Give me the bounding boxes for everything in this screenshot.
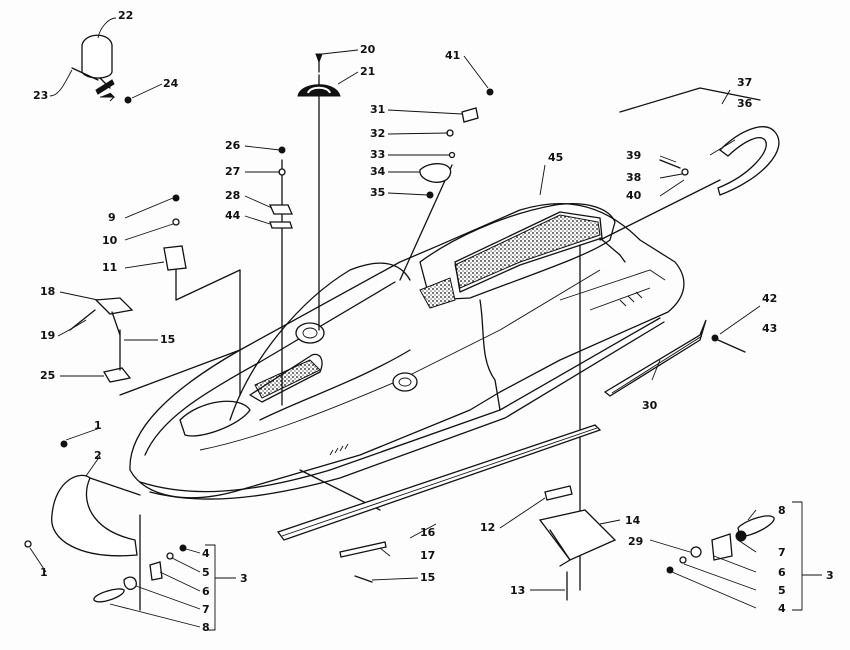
callout-36: 36 bbox=[737, 97, 753, 110]
callout-6-left: 6 bbox=[202, 585, 210, 598]
callout-6-right: 6 bbox=[778, 566, 786, 579]
callout-40: 40 bbox=[626, 189, 642, 202]
fastener-group-31-35 bbox=[419, 88, 494, 199]
callout-27: 27 bbox=[225, 165, 241, 178]
grab-handle-36 bbox=[709, 126, 780, 196]
callout-7-right: 7 bbox=[778, 546, 786, 559]
latch-group-18-19-25 bbox=[69, 297, 134, 383]
callout-26: 26 bbox=[225, 139, 241, 152]
bolts-misc bbox=[354, 159, 746, 601]
callout-21: 21 bbox=[360, 65, 376, 78]
callout-42: 42 bbox=[762, 292, 778, 305]
callout-32: 32 bbox=[370, 127, 386, 140]
callout-3-right: 3 bbox=[826, 569, 834, 582]
cap-21 bbox=[297, 53, 341, 97]
hardware-group-right bbox=[666, 515, 775, 574]
callout-31: 31 bbox=[370, 103, 386, 116]
callout-44: 44 bbox=[225, 209, 241, 222]
callout-34: 34 bbox=[370, 165, 386, 178]
callout-25: 25 bbox=[40, 369, 56, 382]
callout-38: 38 bbox=[626, 171, 642, 184]
callout-10: 10 bbox=[102, 234, 118, 247]
callout-11: 11 bbox=[102, 261, 118, 274]
rub-rail-16 bbox=[276, 424, 602, 541]
callout-3-left: 3 bbox=[240, 572, 248, 585]
fastener-group-9-11 bbox=[163, 194, 187, 271]
side-rail-30 bbox=[603, 319, 707, 397]
callout-33: 33 bbox=[370, 148, 386, 161]
callout-18: 18 bbox=[40, 285, 56, 298]
strip-17 bbox=[339, 541, 387, 558]
mirror-22 bbox=[71, 34, 132, 104]
callout-16: 16 bbox=[420, 526, 436, 539]
callout-29: 29 bbox=[628, 535, 644, 548]
callout-22: 22 bbox=[118, 9, 134, 22]
callout-30: 30 bbox=[642, 399, 658, 412]
callout-9: 9 bbox=[108, 211, 116, 224]
callout-39: 39 bbox=[626, 149, 642, 162]
callout-41: 41 bbox=[445, 49, 461, 62]
callout-28: 28 bbox=[225, 189, 241, 202]
callout-2: 2 bbox=[94, 449, 102, 462]
callout-8-left: 8 bbox=[202, 621, 210, 634]
callout-15-lower: 15 bbox=[420, 571, 436, 584]
callout-35: 35 bbox=[370, 186, 386, 199]
callout-8-right: 8 bbox=[778, 504, 786, 517]
callout-37: 37 bbox=[737, 76, 753, 89]
hardware-group-left bbox=[93, 544, 187, 603]
callout-15-upper: 15 bbox=[160, 333, 176, 346]
callout-14: 14 bbox=[625, 514, 641, 527]
callout-19: 19 bbox=[40, 329, 56, 342]
callout-17: 17 bbox=[420, 549, 436, 562]
callout-45: 45 bbox=[548, 151, 564, 164]
callout-24: 24 bbox=[163, 77, 179, 90]
callout-23: 23 bbox=[33, 89, 49, 102]
callout-4-right: 4 bbox=[778, 602, 786, 615]
hull-body bbox=[129, 202, 685, 500]
callout-43: 43 bbox=[762, 322, 778, 335]
bumper-2 bbox=[24, 440, 141, 557]
callout-20: 20 bbox=[360, 43, 376, 56]
callout-12: 12 bbox=[480, 521, 496, 534]
callout-7-left: 7 bbox=[202, 603, 210, 616]
callout-13: 13 bbox=[510, 584, 526, 597]
callout-1-lower: 1 bbox=[40, 566, 48, 579]
callout-4-left: 4 bbox=[202, 547, 210, 560]
callout-5-right: 5 bbox=[778, 584, 786, 597]
label-leaders bbox=[29, 17, 822, 631]
callout-5-left: 5 bbox=[202, 566, 210, 579]
leader-37 bbox=[619, 87, 761, 113]
fastener-group-26-28 bbox=[268, 146, 294, 229]
callout-1-upper: 1 bbox=[94, 419, 102, 432]
sponson-14 bbox=[538, 485, 617, 567]
